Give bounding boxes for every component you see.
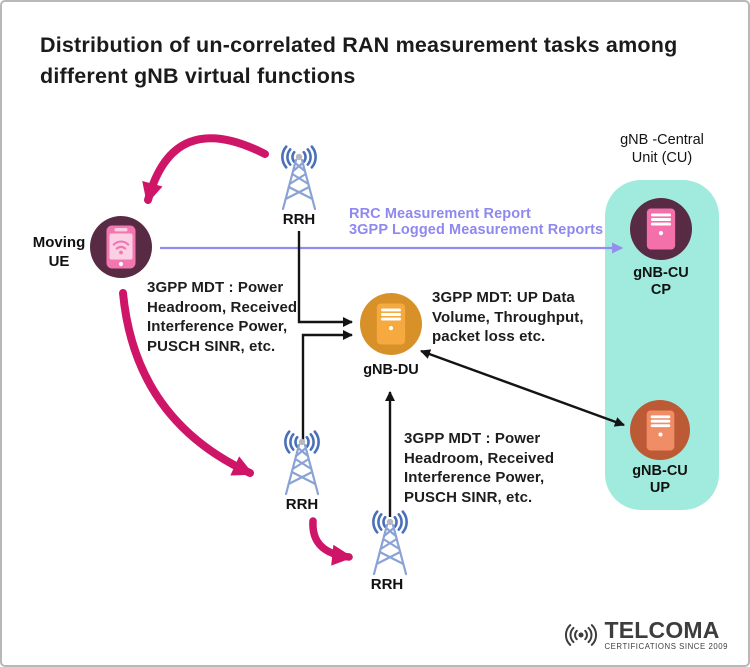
gnb-cu-cp-label: gNB-CU CP bbox=[633, 265, 689, 298]
gnb-cu-cp-node bbox=[630, 198, 692, 260]
server-icon bbox=[646, 208, 676, 250]
server-icon bbox=[646, 409, 674, 451]
smartphone-icon bbox=[106, 225, 136, 269]
arrow-du-cuup-bidirectional bbox=[420, 349, 625, 427]
gnb-cu-up-node bbox=[630, 400, 690, 460]
moving-ue-label: Moving UE bbox=[32, 234, 86, 270]
page-title: Distribution of un-correlated RAN measur… bbox=[40, 33, 678, 88]
moving-ue-node bbox=[90, 216, 152, 278]
rrh-top bbox=[264, 145, 334, 213]
arrow-rrh1-to-ue bbox=[142, 134, 269, 205]
rrh-middle-label: RRH bbox=[285, 496, 319, 513]
rrc-reports-annotation: RRC Measurement Report 3GPP Logged Measu… bbox=[349, 206, 604, 238]
gnb-du-node bbox=[360, 293, 422, 355]
cu-group-title: gNB -Central Unit (CU) bbox=[620, 132, 704, 166]
rrh-tower-icon bbox=[372, 510, 408, 576]
brand-tagline: CERTIFICATIONS SINCE 2009 bbox=[604, 642, 728, 651]
antenna-signal-icon bbox=[565, 624, 598, 646]
server-icon bbox=[376, 303, 406, 345]
rrh-top-label: RRH bbox=[282, 211, 316, 228]
mdt-du-annotation: 3GPP MDT: UP Data Volume, Throughput, pa… bbox=[432, 289, 584, 345]
mdt-ue-annotation: 3GPP MDT : Power Headroom, Received Inte… bbox=[147, 279, 298, 355]
gnb-cu-up-label: gNB-CU UP bbox=[632, 463, 688, 496]
brand-name: TELCOMA bbox=[604, 617, 720, 643]
rrh-bottom-label: RRH bbox=[370, 576, 404, 593]
rrh-tower-icon bbox=[284, 430, 320, 496]
mdt-rrh-annotation: 3GPP MDT : Power Headroom, Received Inte… bbox=[404, 430, 555, 506]
telcoma-logo: TELCOMA CERTIFICATIONS SINCE 2009 bbox=[562, 619, 728, 651]
arrow-rrh2-to-rrh3 bbox=[309, 517, 354, 566]
rrh-middle bbox=[267, 430, 337, 498]
rrh-tower-icon bbox=[281, 145, 317, 211]
rrh-bottom bbox=[355, 510, 425, 578]
gnb-du-label: gNB-DU bbox=[363, 362, 419, 378]
